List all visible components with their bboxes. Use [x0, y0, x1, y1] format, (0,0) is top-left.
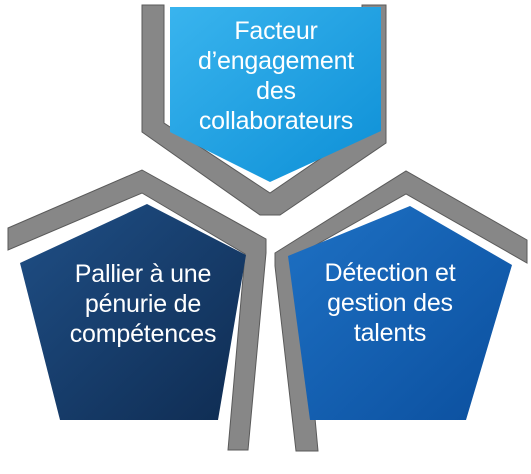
- node-label-line: compétences: [69, 320, 217, 348]
- node-label-line: pénurie de: [84, 290, 202, 318]
- node-label-line: des: [256, 77, 296, 105]
- top-frame: [141, 4, 387, 216]
- left-pentagon: [20, 204, 246, 420]
- node-shapes: [20, 7, 512, 420]
- right-frame: [274, 170, 528, 452]
- frame-group: [7, 4, 528, 452]
- node-label-line: collaborateurs: [198, 107, 354, 135]
- node-label-line: Facteur: [234, 17, 318, 45]
- node-label-line: Pallier à une: [74, 260, 212, 288]
- node-label-engagement: Facteur d’engagement des collaborateurs: [170, 16, 382, 136]
- node-label-talents: Détection et gestion des talents: [290, 258, 490, 348]
- node-label-line: d’engagement: [197, 47, 355, 75]
- top-pentagon: [170, 7, 381, 182]
- right-pentagon: [288, 206, 512, 420]
- node-label-line: gestion des: [327, 289, 453, 317]
- node-label-line: talents: [353, 319, 427, 347]
- node-label-competences: Pallier à une pénurie de compétences: [40, 259, 246, 349]
- left-frame: [7, 169, 267, 451]
- node-label-line: Détection et: [324, 259, 456, 287]
